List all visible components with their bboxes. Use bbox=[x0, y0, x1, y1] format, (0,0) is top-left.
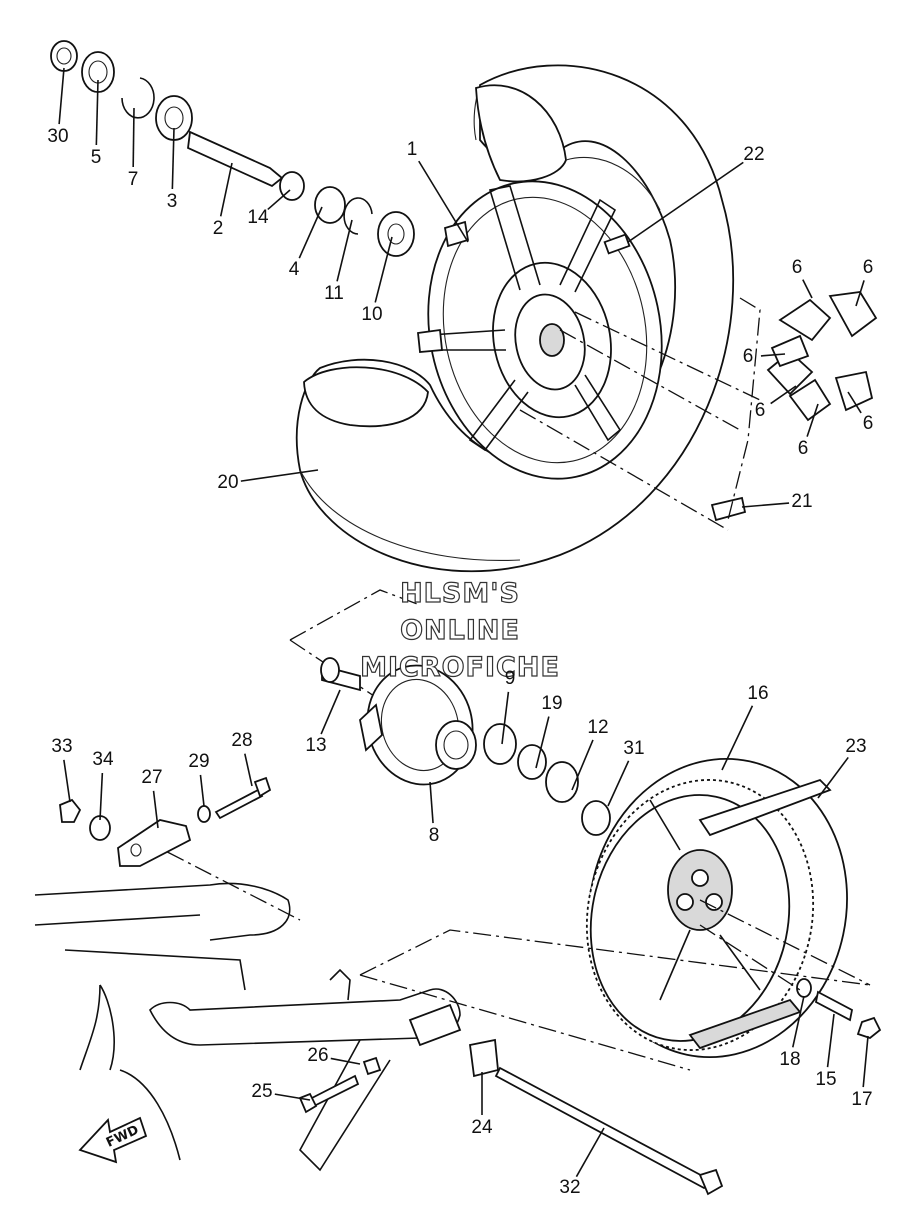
leader-line-p3 bbox=[171, 127, 175, 190]
damper-set bbox=[766, 291, 878, 422]
part-label-p4: 4 bbox=[289, 259, 300, 280]
leader-line-p6d bbox=[770, 385, 797, 405]
chain-adjuster bbox=[59, 776, 272, 867]
leader-line-p7 bbox=[132, 107, 135, 168]
swing-arm bbox=[34, 882, 724, 1196]
leader-line-p34 bbox=[99, 772, 104, 821]
part-label-p3: 3 bbox=[167, 191, 178, 212]
leader-line-p25 bbox=[274, 1093, 311, 1101]
part-label-p15: 15 bbox=[815, 1069, 836, 1090]
part-label-p18: 18 bbox=[779, 1049, 800, 1070]
watermark-line-2: ONLINE bbox=[400, 615, 520, 646]
leader-line-p8 bbox=[429, 781, 434, 824]
bearing-stack bbox=[50, 40, 415, 257]
leader-line-p6c bbox=[760, 353, 786, 357]
leader-line-p12 bbox=[571, 739, 594, 791]
leader-line-p10 bbox=[374, 236, 393, 303]
part-label-p20: 20 bbox=[217, 472, 238, 493]
part-label-p14: 14 bbox=[247, 207, 269, 228]
leader-line-p19 bbox=[535, 716, 550, 769]
leader-line-p20 bbox=[240, 469, 319, 482]
part-label-p7: 7 bbox=[128, 169, 139, 190]
assembly-lines-lower bbox=[139, 837, 871, 1071]
leader-line-p1 bbox=[418, 160, 469, 243]
leader-line-p2 bbox=[219, 162, 233, 217]
part-label-p21: 21 bbox=[791, 491, 812, 512]
leader-line-p31 bbox=[607, 760, 630, 807]
leader-line-p13 bbox=[320, 689, 341, 735]
balance-weight bbox=[710, 496, 747, 522]
leader-line-p5 bbox=[95, 79, 99, 146]
part-label-p34: 34 bbox=[92, 749, 114, 770]
part-label-p8: 8 bbox=[429, 825, 440, 846]
part-label-p2: 2 bbox=[213, 218, 224, 239]
watermark-line-1: HLSM'S bbox=[400, 578, 520, 609]
part-label-p29: 29 bbox=[188, 751, 209, 772]
part-label-p28: 28 bbox=[231, 730, 252, 751]
pulley-and-belt bbox=[585, 757, 848, 1059]
watermark-line-3: MICROFICHE bbox=[360, 652, 560, 683]
leader-line-p26 bbox=[330, 1057, 361, 1065]
leader-line-p6b bbox=[855, 280, 865, 307]
leader-line-p17 bbox=[862, 1035, 869, 1088]
drive-hub-assembly bbox=[320, 657, 611, 836]
watermark: HLSM'S ONLINE MICROFICHE bbox=[359, 577, 560, 683]
leader-line-p27 bbox=[152, 790, 159, 829]
part-label-p26: 26 bbox=[307, 1045, 328, 1066]
part-label-p22: 22 bbox=[743, 144, 764, 165]
part-label-p27: 27 bbox=[141, 767, 162, 788]
leader-line-p29 bbox=[199, 774, 205, 807]
leader-line-p33 bbox=[63, 759, 71, 803]
part-label-p5: 5 bbox=[91, 147, 102, 168]
part-label-p25: 25 bbox=[251, 1081, 272, 1102]
leader-line-p21 bbox=[741, 502, 790, 508]
leader-line-p4 bbox=[298, 206, 323, 259]
leader-line-p14 bbox=[267, 189, 291, 211]
fwd-arrow: FWD bbox=[78, 1116, 148, 1164]
leader-line-p28 bbox=[244, 753, 253, 787]
leader-line-p11 bbox=[336, 219, 353, 282]
part-label-p16: 16 bbox=[747, 683, 768, 704]
part-label-p6e: 6 bbox=[863, 413, 874, 434]
part-label-p31: 31 bbox=[623, 738, 644, 759]
adjuster-hardware bbox=[796, 978, 882, 1040]
part-label-p17: 17 bbox=[851, 1089, 872, 1110]
cast-wheel bbox=[417, 180, 663, 480]
part-label-p12: 12 bbox=[587, 717, 608, 738]
part-label-p32: 32 bbox=[559, 1177, 580, 1198]
leader-line-p30 bbox=[58, 67, 65, 125]
part-label-p1: 1 bbox=[407, 139, 418, 160]
part-label-p6f: 6 bbox=[798, 438, 809, 459]
leader-line-p22 bbox=[627, 161, 744, 243]
leader-line-p32 bbox=[575, 1127, 605, 1178]
part-label-p19: 19 bbox=[541, 693, 562, 714]
leader-line-p6f bbox=[806, 403, 819, 437]
part-label-p11: 11 bbox=[324, 283, 344, 304]
part-label-p10: 10 bbox=[361, 304, 382, 325]
part-label-p23: 23 bbox=[845, 736, 866, 757]
part-label-p6a: 6 bbox=[792, 257, 803, 278]
leader-line-p6e bbox=[847, 391, 862, 414]
part-label-p6b: 6 bbox=[863, 257, 874, 278]
part-label-p33: 33 bbox=[51, 736, 72, 757]
leader-line-p23 bbox=[817, 756, 849, 799]
leader-line-p6a bbox=[802, 279, 813, 299]
leader-line-p16 bbox=[721, 705, 754, 771]
part-label-p24: 24 bbox=[471, 1117, 493, 1138]
leader-line-p18 bbox=[791, 995, 805, 1048]
leader-line-p15 bbox=[826, 1013, 835, 1068]
part-label-p9: 9 bbox=[505, 668, 516, 689]
leader-line-p9 bbox=[501, 691, 510, 745]
part-label-p6c: 6 bbox=[743, 346, 754, 367]
part-label-p13: 13 bbox=[305, 735, 326, 756]
part-label-p6d: 6 bbox=[755, 400, 766, 421]
part-label-p30: 30 bbox=[47, 126, 68, 147]
